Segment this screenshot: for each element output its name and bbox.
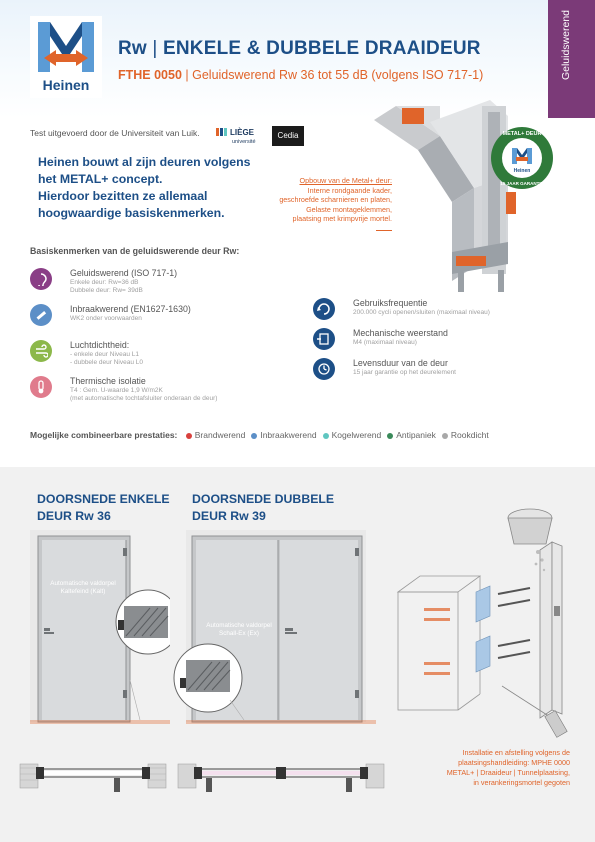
- features-heading: Basiskenmerken van de geluidswerende deu…: [30, 246, 240, 256]
- category-tab-label: Geluidswerend: [560, 10, 572, 81]
- double-door-plan: [177, 763, 385, 792]
- badge-top-text: METAL+ DEUR: [503, 131, 542, 137]
- break-in-icon: [30, 304, 52, 326]
- installation-illustration: [396, 508, 568, 738]
- svg-text:Heinen: Heinen: [514, 168, 531, 174]
- single-door-label: Automatische valdorpel Kaltefeind (Kalt): [50, 580, 116, 595]
- feature-title: Mechanische weerstand: [353, 328, 448, 338]
- single-door-zoom: [115, 589, 170, 655]
- feature-title: Luchtdichtheid:: [70, 340, 130, 350]
- category-tab: Geluidswerend: [548, 0, 595, 118]
- page-subtitle: FTHE 0050 | Geluidswerend Rw 36 tot 55 d…: [118, 68, 484, 82]
- feature-title: Inbraakwerend (EN1627-1630): [70, 304, 191, 314]
- single-door-plan: [19, 763, 167, 792]
- feature-detail: - dubbele deur Niveau L0: [70, 359, 143, 366]
- lifespan-icon: [313, 358, 335, 380]
- svg-text:LIÈGE: LIÈGE: [230, 128, 255, 137]
- double-door-zoom: [173, 643, 243, 713]
- combo-item: Antipaniek: [396, 430, 436, 440]
- legend-dot: [185, 432, 192, 439]
- bucket: [507, 508, 553, 545]
- door-frame-illustration: [374, 100, 516, 292]
- legend-dot: [251, 432, 258, 439]
- feature-detail: 200.000 cycli openen/sluiten (maximaal n…: [353, 309, 490, 316]
- combo-item: Rookdicht: [450, 430, 489, 440]
- feature-detail: (met automatische tochtafsluiter onderaa…: [70, 395, 218, 402]
- feature-detail: WK2 onder voorwaarden: [70, 315, 142, 322]
- mechanical-icon: [313, 328, 335, 350]
- single-door-drawing: [30, 530, 170, 724]
- installation-note: Installatie en afstelling volgens de pla…: [446, 748, 570, 787]
- double-door-label: Automatische valdorpel Schall-Ex (Ex): [206, 622, 272, 637]
- double-door-drawing: [173, 530, 376, 724]
- construction-note: Opbouw van de Metal+ deur: Interne rondg…: [240, 176, 392, 233]
- feature-detail: - enkele deur Niveau L1: [70, 351, 140, 358]
- metal-plus-badge: Heinen METAL+ DEUR 15 JAAR GARANTIE: [491, 127, 553, 189]
- cedia-logo: Cedia: [272, 126, 304, 146]
- frequency-icon: [313, 298, 335, 320]
- intro-statement: Heinen bouwt al zijn deuren volgens het …: [38, 155, 251, 220]
- air-icon: [30, 340, 52, 362]
- heinen-logo-mark: Heinen: [38, 22, 94, 93]
- page-title: Rw | ENKELE & DUBBELE DRAAIDEUR: [118, 38, 481, 59]
- badge-bottom-text: 15 JAAR GARANTIE: [500, 181, 543, 186]
- liege-university-logo: LIÈGE université: [216, 125, 266, 147]
- feature-title: Geluidswerend (ISO 717-1): [70, 268, 178, 278]
- feature-detail: T4 : Gem. U-waarde 1,9 W/m2K: [70, 387, 163, 394]
- combinable-performances: Mogelijke combineerbare prestaties: Bran…: [30, 430, 489, 440]
- combos-label: Mogelijke combineerbare prestaties:: [30, 430, 178, 440]
- section-single-heading: DOORSNEDE ENKELE DEUR Rw 36: [37, 492, 170, 523]
- feature-detail: Enkele deur: Rw=36 dB: [70, 279, 139, 286]
- feature-title: Levensduur van de deur: [353, 358, 448, 368]
- product-code: FTHE 0050: [118, 68, 182, 82]
- legend-dot: [322, 432, 329, 439]
- svg-text:université: université: [232, 139, 256, 145]
- brand-name: Heinen: [43, 77, 90, 93]
- thermo-icon: [30, 376, 52, 398]
- ear-icon: [30, 268, 52, 290]
- feature-detail: Dubbele deur: Rw= 39dB: [70, 287, 143, 294]
- section-double-heading: DOORSNEDE DUBBELE DEUR Rw 39: [192, 492, 335, 523]
- legend-dot: [441, 432, 448, 439]
- feature-detail: M4 (maximaal niveau): [353, 339, 417, 346]
- feature-title: Gebruiksfrequentie: [353, 298, 428, 308]
- heinen-logo: Heinen: [30, 16, 102, 98]
- feature-title: Thermische isolatie: [70, 376, 146, 386]
- combo-item: Kogelwerend: [331, 430, 382, 440]
- combo-item: Inbraakwerend: [260, 430, 317, 440]
- combo-item: Brandwerend: [194, 430, 246, 440]
- feature-detail: 15 jaar garantie op het deurelement: [353, 369, 456, 376]
- legend-dot: [387, 432, 394, 439]
- test-note: Test uitgevoerd door de Universiteit van…: [30, 128, 200, 138]
